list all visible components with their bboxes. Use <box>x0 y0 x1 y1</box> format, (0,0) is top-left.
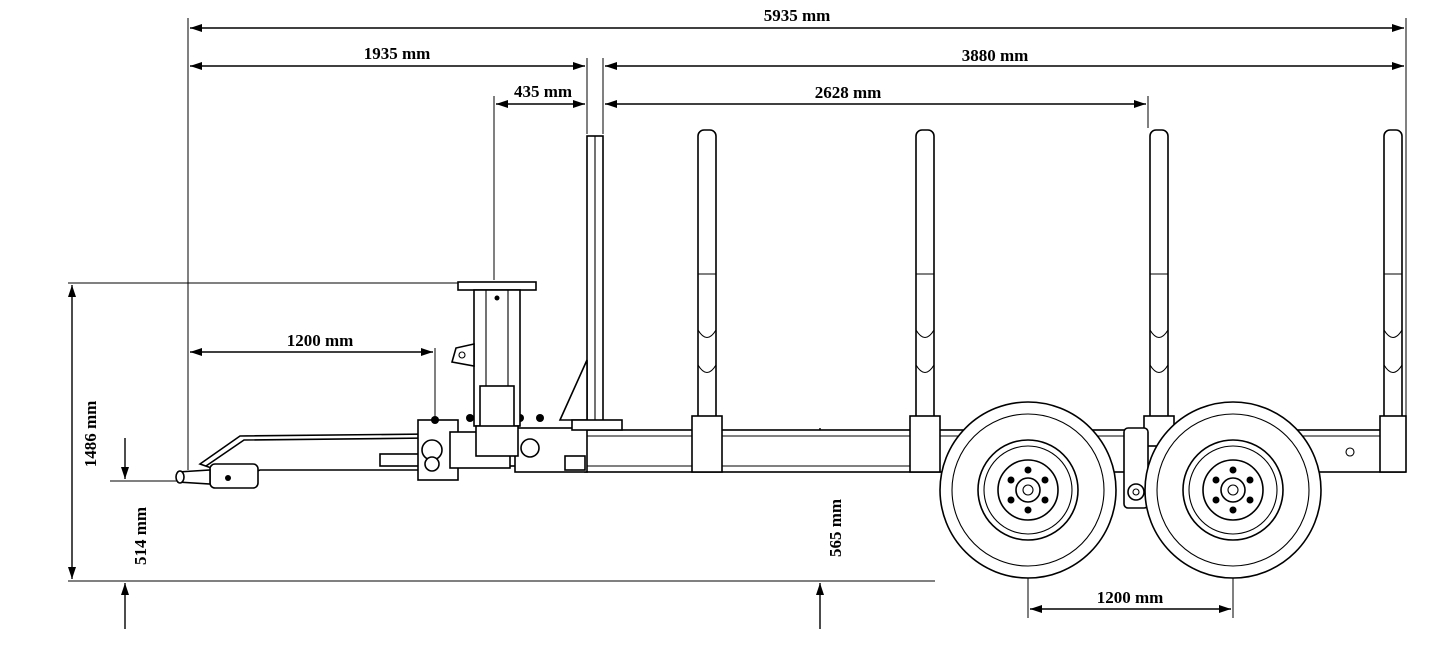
label-drawbar-length: 1200 mm <box>287 331 354 350</box>
dimension-front-section: 1935 mm <box>190 44 585 70</box>
dimension-axle-spacing: 1200 mm <box>1030 588 1231 613</box>
stake-1 <box>691 129 723 473</box>
label-stake-span: 2628 mm <box>815 83 882 102</box>
drawbar <box>175 433 451 489</box>
label-overall-height: 1486 mm <box>81 401 100 468</box>
dimension-hitch-height: 514 mm <box>121 438 150 629</box>
label-axle-spacing: 1200 mm <box>1097 588 1164 607</box>
front-post <box>558 135 623 431</box>
dimension-overall-height: 1486 mm <box>68 285 100 579</box>
dimension-stake-span: 2628 mm <box>605 83 1146 108</box>
dimension-overall-length: 5935 mm <box>190 6 1404 32</box>
stake-3 <box>1143 129 1175 447</box>
label-rear-section: 3880 mm <box>962 46 1029 65</box>
label-overall-length: 5935 mm <box>764 6 831 25</box>
dimension-drawbar-length: 1200 mm <box>190 331 433 356</box>
stake-2 <box>909 129 941 473</box>
stake-4 <box>1379 129 1407 473</box>
label-front-section: 1935 mm <box>364 44 431 63</box>
front-wheel <box>939 401 1117 579</box>
bogie-bracket <box>1123 427 1149 509</box>
label-frame-height: 565 mm <box>826 499 845 557</box>
label-crane-post-offset: 435 mm <box>514 82 572 101</box>
label-hitch-height: 514 mm <box>131 507 150 565</box>
dimension-crane-post-offset: 435 mm <box>496 82 585 108</box>
dimension-rear-section: 3880 mm <box>605 46 1404 70</box>
crane-column <box>450 281 537 457</box>
rear-wheel <box>1144 401 1322 579</box>
